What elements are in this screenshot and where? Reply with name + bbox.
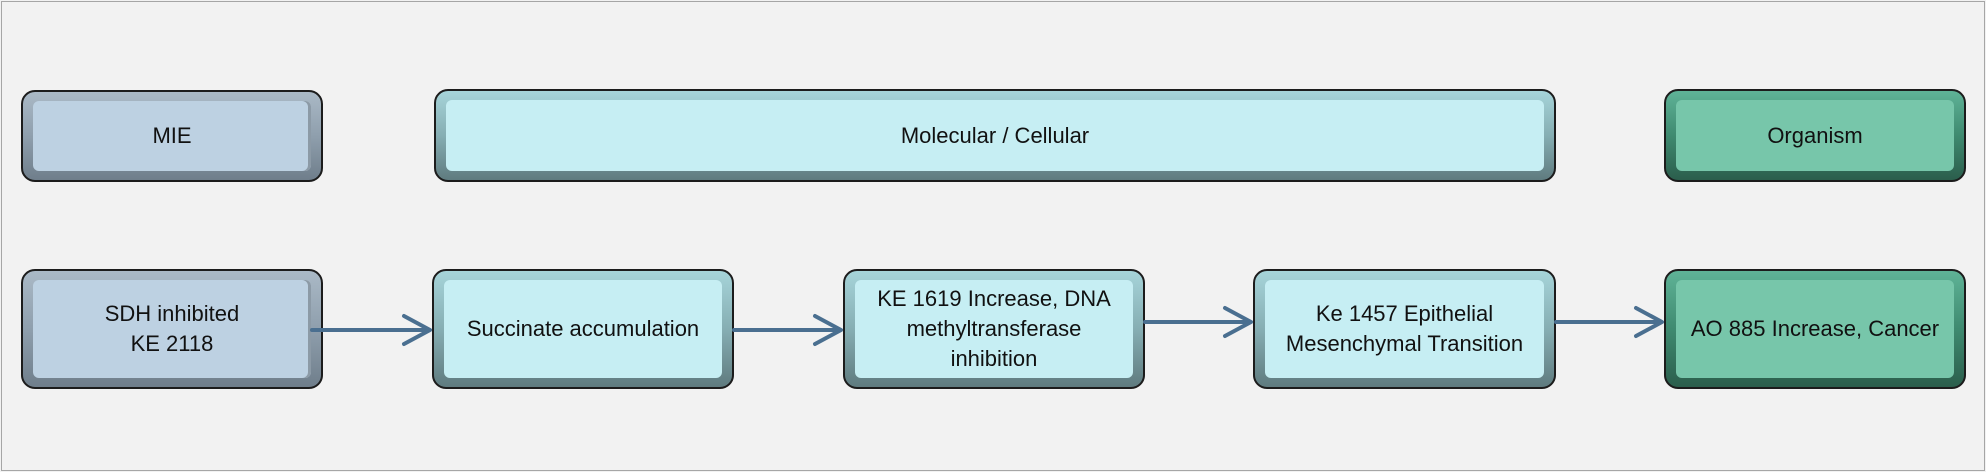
node-dnmt-inhibition-label: KE 1619 Increase, DNA methyltransferase … — [877, 286, 1111, 371]
header-molecular-cellular: Molecular / Cellular — [434, 89, 1556, 182]
node-succinate-accumulation: Succinate accumulation — [432, 269, 734, 389]
edge-emt-to-ao — [1554, 306, 1664, 338]
header-mie: MIE — [21, 90, 323, 182]
header-mie-label: MIE — [152, 123, 192, 148]
node-emt-label: Ke 1457 Epithelial Mesenchymal Transitio… — [1285, 301, 1524, 356]
node-ao-cancer: AO 885 Increase, Cancer — [1664, 269, 1966, 389]
edge-succinate-to-dnmt — [732, 314, 843, 346]
edge-sdh-to-succinate — [310, 314, 432, 346]
header-organism-label: Organism — [1767, 122, 1863, 148]
node-sdh-inhibited: SDH inhibited KE 2118 — [21, 269, 323, 389]
edge-dnmt-to-emt — [1143, 306, 1253, 338]
node-ao-cancer-label: AO 885 Increase, Cancer — [1690, 316, 1940, 341]
header-organism: Organism — [1664, 89, 1966, 182]
node-emt: Ke 1457 Epithelial Mesenchymal Transitio… — [1253, 269, 1556, 389]
node-dnmt-inhibition: KE 1619 Increase, DNA methyltransferase … — [843, 269, 1145, 389]
node-sdh-inhibited-label: SDH inhibited KE 2118 — [104, 301, 240, 356]
node-succinate-accumulation-label: Succinate accumulation — [466, 316, 700, 341]
header-molecular-cellular-label: Molecular / Cellular — [900, 122, 1090, 148]
